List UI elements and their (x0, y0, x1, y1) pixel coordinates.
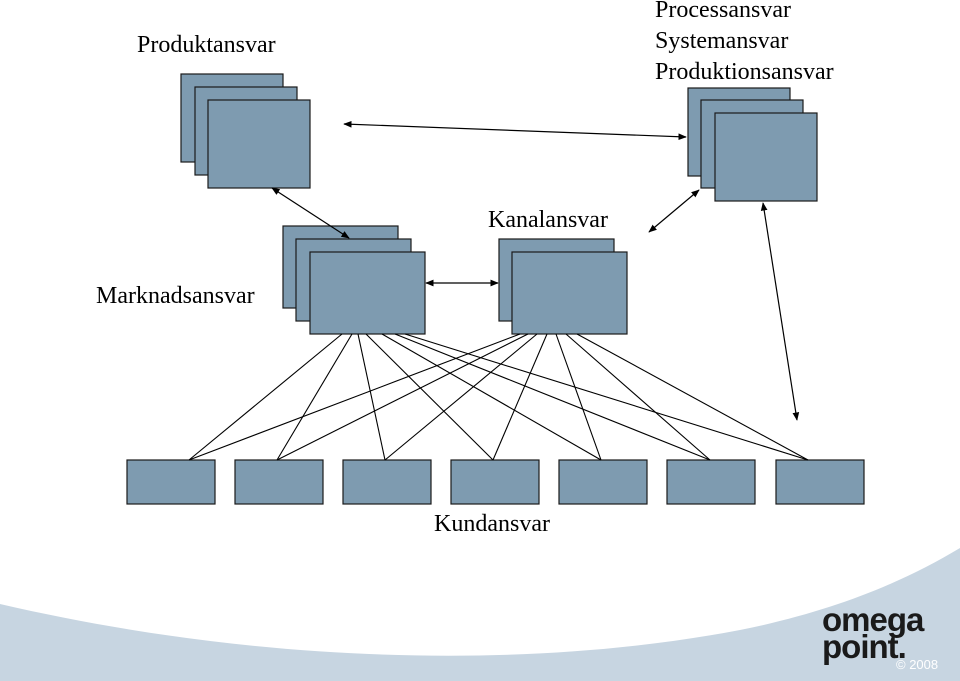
arrow-produkt-produktion (343, 120, 687, 141)
background-wave (0, 548, 960, 681)
label-produktansvar: Produktansvar (137, 32, 276, 58)
marknad-stack (282, 225, 426, 335)
kund-box-6 (666, 459, 756, 505)
omegapoint-logo: omega point. (822, 601, 940, 665)
kund-connection-lines (188, 333, 809, 461)
kanal-stack (498, 238, 628, 335)
logo-line-2: point. (822, 628, 907, 665)
label-processansvar: Processansvar (655, 0, 791, 23)
kund-box-7 (775, 459, 865, 505)
arrow-kanal-produktion (648, 189, 700, 233)
copyright-notice: © 2008 (896, 657, 939, 672)
label-marknadsansvar: Marknadsansvar (96, 283, 255, 309)
produkt-stack (180, 73, 311, 189)
kund-box-3 (342, 459, 432, 505)
kund-box-4 (450, 459, 540, 505)
label-kanalansvar: Kanalansvar (488, 207, 608, 233)
kund-box-1 (126, 459, 216, 505)
kund-box-2 (234, 459, 324, 505)
label-produktionsansvar: Produktionsansvar (655, 59, 834, 85)
kund-box-5 (558, 459, 648, 505)
label-kundansvar: Kundansvar (434, 511, 550, 537)
label-systemansvar: Systemansvar (655, 28, 789, 54)
arrow-produkt-marknad (271, 187, 350, 239)
arrow-produktion-kund (760, 202, 800, 421)
relationship-arrows (271, 120, 800, 421)
kund-boxes (126, 459, 865, 505)
produktion-stack (687, 87, 818, 202)
logo-line-1: omega (822, 601, 924, 638)
